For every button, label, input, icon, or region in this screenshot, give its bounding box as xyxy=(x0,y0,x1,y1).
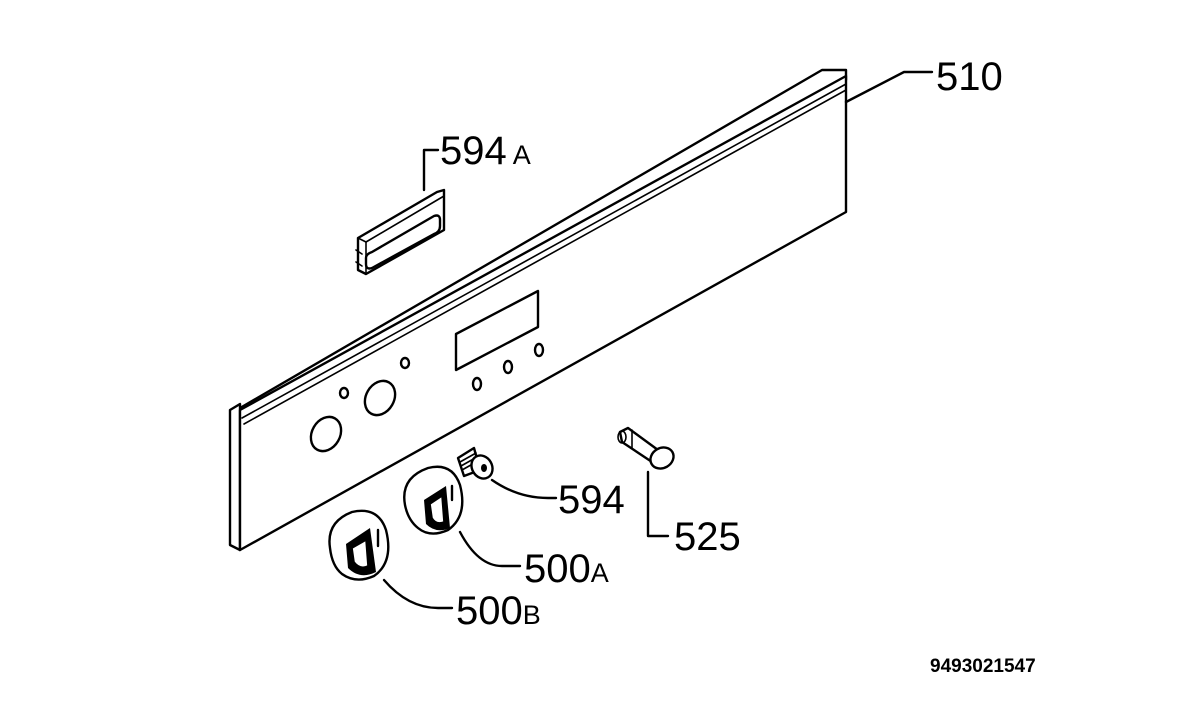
leader-500b xyxy=(382,578,454,610)
control-panel-510 xyxy=(228,68,848,552)
indicator-hole xyxy=(399,356,411,370)
button-525 xyxy=(617,426,675,470)
label-525: 525 xyxy=(674,515,741,559)
leader-594a xyxy=(422,148,440,192)
indicator-hole xyxy=(338,386,350,400)
label-594: 594 xyxy=(558,478,625,522)
knob-500b xyxy=(328,509,390,581)
screw-594 xyxy=(456,446,494,480)
leader-500a xyxy=(458,530,522,568)
leader-lines xyxy=(382,70,934,610)
knob-hole-left xyxy=(309,415,343,453)
clip-594a xyxy=(355,188,446,276)
button-hole xyxy=(502,359,514,375)
label-500a: 500A xyxy=(524,547,609,591)
leader-510 xyxy=(844,70,934,104)
knob-hole-right xyxy=(363,379,397,417)
label-500b: 500B xyxy=(456,589,541,633)
leader-525 xyxy=(646,470,670,538)
button-hole xyxy=(533,342,545,358)
label-510: 510 xyxy=(936,55,1003,99)
display-window xyxy=(454,289,540,372)
knob-500a xyxy=(403,465,464,535)
leader-594 xyxy=(490,478,558,500)
document-number: 9493021547 xyxy=(930,656,1036,677)
button-hole xyxy=(471,376,483,392)
